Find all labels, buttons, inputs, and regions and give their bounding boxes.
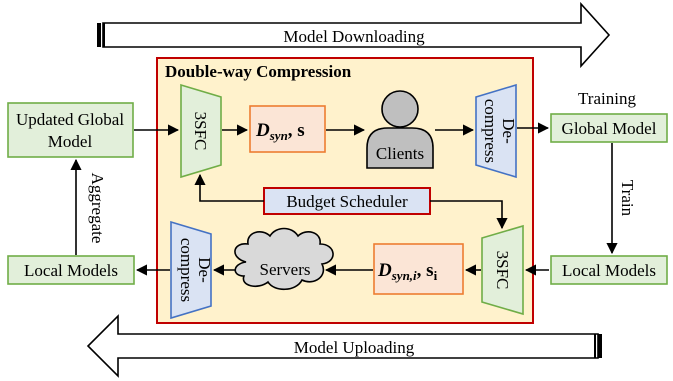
local-models-left-box: Local Models [7, 255, 135, 285]
budget-scheduler-label: Budget Scheduler [286, 192, 408, 211]
updated-global-model-line2: Model [48, 132, 93, 151]
global-model-label: Global Model [562, 119, 657, 138]
dsyn-top-text: Dsyn, s [255, 120, 305, 143]
double-way-compression-title: Double-way Compression [165, 62, 352, 81]
local-models-right-box: Local Models [550, 255, 668, 285]
servers-label: Servers [260, 260, 311, 279]
dsyn-bottom-box: Dsyn,i, si [373, 243, 464, 295]
model-downloading-label: Model Downloading [283, 27, 425, 46]
dsyn-bottom-text: Dsyn,i, si [377, 260, 438, 283]
decompress-bottom-block: De- compress [170, 220, 214, 320]
decompress-bottom-line2: compress [177, 238, 196, 302]
arrow-budget-to-sfc-top [194, 173, 264, 202]
sfc-bottom-block: 3SFC [481, 224, 524, 316]
sfc-top-label: 3SFC [191, 112, 210, 151]
aggregate-label: Aggregate [88, 173, 107, 244]
global-model-box: Global Model [550, 113, 668, 143]
arrow-budget-to-sfc-bottom [430, 200, 508, 230]
model-uploading-label: Model Uploading [294, 338, 415, 357]
sfc-top-block: 3SFC [180, 83, 222, 179]
decompress-top-line2: compress [481, 99, 500, 163]
local-models-right-label: Local Models [562, 261, 656, 280]
model-downloading-arrow: Model Downloading [97, 1, 611, 69]
local-models-left-label: Local Models [24, 261, 118, 280]
budget-scheduler-box: Budget Scheduler [263, 187, 431, 215]
clients-label: Clients [376, 144, 424, 163]
train-label: Train [618, 180, 637, 217]
decompress-top-line1: De- [499, 118, 518, 144]
clients-icon: Clients [366, 90, 434, 169]
updated-global-model-box: Updated Global Model [7, 102, 134, 158]
servers-cloud-icon: Servers [234, 227, 334, 291]
decompress-top-block: De- compress [475, 83, 518, 179]
decompress-bottom-line1: De- [195, 257, 214, 283]
sfc-bottom-label: 3SFC [493, 251, 512, 290]
model-uploading-arrow: Model Uploading [86, 314, 602, 378]
training-label: Training [578, 89, 636, 108]
dsyn-top-box: Dsyn, s [249, 105, 326, 153]
updated-global-model-line1: Updated Global [16, 110, 124, 129]
